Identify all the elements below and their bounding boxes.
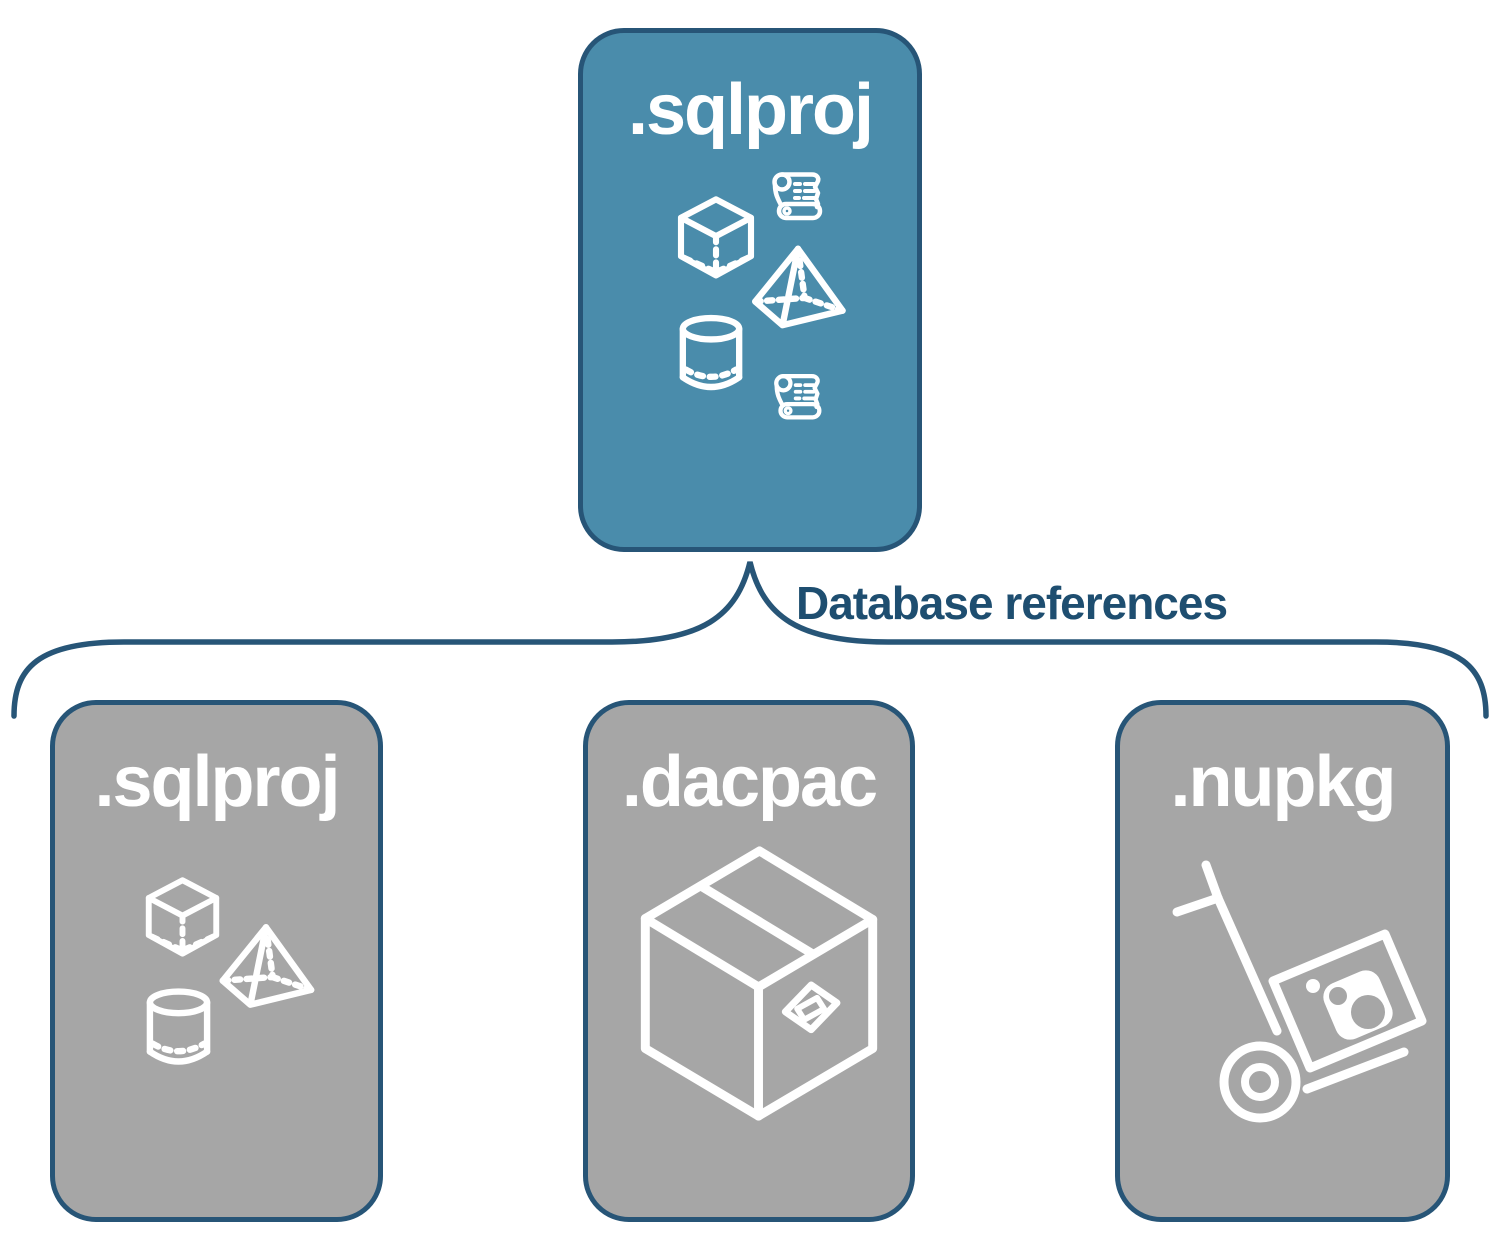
root-card-sqlproj: .sqlproj	[578, 28, 922, 552]
curly-brace-path	[11, 561, 1489, 719]
child-card-title: .nupkg	[1170, 742, 1397, 822]
cylinder-icon	[677, 315, 745, 393]
pyramid-icon	[215, 920, 317, 1012]
root-card-title: .sqlproj	[627, 70, 874, 150]
pyramid-icon	[748, 241, 848, 333]
child-card-dacpac: .dacpac	[583, 700, 915, 1222]
sql-script-scroll-icon	[768, 168, 828, 225]
child-card-title: .dacpac	[621, 742, 878, 822]
connector-label: Database references	[796, 577, 1228, 629]
nuget-hand-truck-icon	[1155, 835, 1455, 1165]
child-card-nupkg: .nupkg	[1115, 700, 1450, 1222]
cube-icon	[139, 876, 226, 957]
cylinder-icon	[144, 988, 213, 1068]
sql-script-scroll-icon	[770, 370, 827, 424]
child-card-title: .sqlproj	[94, 742, 340, 822]
child-card-sqlproj: .sqlproj	[50, 700, 383, 1222]
package-box-icon	[640, 845, 879, 1123]
